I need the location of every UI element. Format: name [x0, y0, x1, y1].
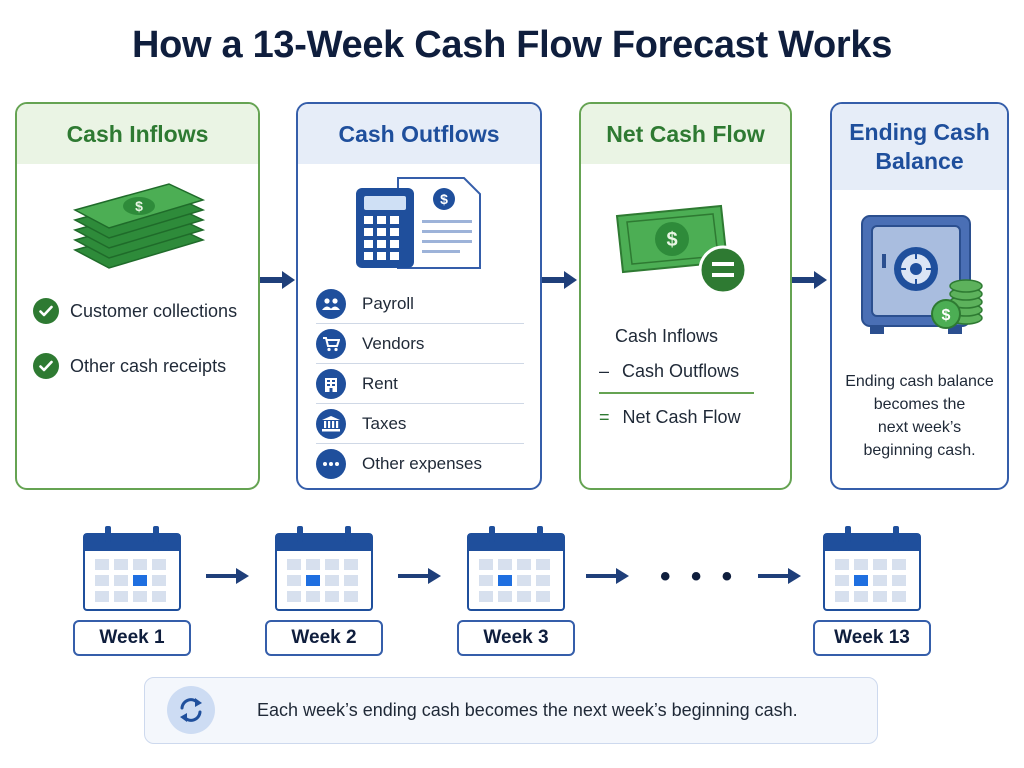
cart-icon — [316, 328, 346, 359]
outflow-item-label: Vendors — [362, 333, 425, 353]
calendar-icon — [83, 526, 181, 611]
equation-result: Net Cash Flow — [622, 407, 741, 427]
calendar-icon — [823, 526, 921, 611]
refresh-cycle-icon — [167, 686, 215, 734]
arrow-right-icon — [260, 271, 295, 289]
arrow-right-icon — [792, 271, 827, 289]
arrow-right-icon — [398, 568, 441, 584]
footer-note: Each week’s ending cash becomes the next… — [144, 677, 878, 744]
money-stack-icon: $ — [72, 183, 206, 269]
inflow-item-label: Other cash receipts — [70, 355, 227, 376]
cash-inflows-title: Cash Inflows — [17, 104, 258, 164]
footer-text: Each week’s ending cash becomes the next… — [257, 700, 798, 720]
week-label: Week 1 — [73, 620, 191, 656]
note-line: becomes the — [873, 396, 966, 413]
note-line: next week’s — [877, 419, 962, 436]
bill-equals-icon: $ — [615, 204, 748, 294]
safe-coins-icon: $ — [861, 215, 983, 334]
ellipsis-dots: • • • — [660, 560, 739, 593]
calendar-icon — [275, 526, 373, 611]
arrow-right-icon — [206, 568, 249, 584]
svg-text:$: $ — [440, 191, 448, 207]
calculator-invoice-icon: $ — [356, 177, 481, 269]
week-label: Week 13 — [813, 620, 931, 656]
calendar-icon — [467, 526, 565, 611]
week-label: Week 2 — [265, 620, 383, 656]
check-circle-icon — [33, 298, 59, 324]
outflow-item-label: Other expenses — [362, 454, 483, 473]
page-title: How a 13-Week Cash Flow Forecast Works — [131, 24, 893, 66]
ending-cash-title-line: Ending Cash — [849, 119, 990, 145]
equation-divider — [599, 392, 754, 394]
outflow-item: Payroll — [316, 284, 524, 324]
ending-cash-note: Ending cash balance becomes the next wee… — [832, 370, 1007, 462]
equation-line-1: Cash Inflows — [615, 326, 719, 346]
outflow-item-label: Rent — [362, 373, 398, 393]
outflow-item: Vendors — [316, 324, 524, 364]
building-icon — [316, 368, 346, 399]
arrow-right-icon — [586, 568, 629, 584]
outflow-item-label: Payroll — [362, 293, 414, 313]
net-cash-flow-card: Net Cash Flow $ Cash Inflows – Cash Outf… — [579, 102, 792, 490]
ending-cash-balance-card: Ending Cash Balance $ Ending cash balanc… — [830, 102, 1009, 490]
ending-cash-title-line: Balance — [875, 148, 964, 174]
outflow-item-label: Taxes — [362, 413, 407, 433]
outflow-item: Rent — [316, 364, 524, 404]
inflow-item: Other cash receipts — [33, 353, 226, 379]
note-line: beginning cash. — [863, 442, 976, 459]
net-cash-flow-title: Net Cash Flow — [581, 104, 790, 164]
outflow-list: Payroll Vendors Rent Taxes Other expense… — [316, 284, 524, 484]
svg-text:$: $ — [666, 229, 677, 251]
equation-line-3: = Net Cash Flow — [599, 407, 741, 428]
cash-inflows-card: Cash Inflows $ Customer collections Othe… — [15, 102, 260, 490]
ellipsis-icon — [316, 449, 346, 479]
equation-line-2: – Cash Outflows — [599, 361, 739, 382]
inflow-item-label: Customer collections — [70, 300, 238, 321]
svg-text:$: $ — [942, 307, 951, 324]
equals-sign: = — [599, 407, 610, 427]
cash-outflows-title: Cash Outflows — [298, 104, 540, 164]
week-label: Week 3 — [457, 620, 575, 656]
minus-sign: – — [599, 361, 610, 381]
cash-outflows-card: Cash Outflows $ Payroll Vendors — [296, 102, 542, 490]
outflow-item: Other expenses — [316, 444, 524, 484]
bank-icon — [316, 408, 346, 439]
ending-cash-title: Ending Cash Balance — [832, 104, 1007, 190]
outflow-item: Taxes — [316, 404, 524, 444]
svg-text:$: $ — [135, 198, 143, 214]
note-line: Ending cash balance — [845, 373, 994, 390]
inflow-item: Customer collections — [33, 298, 237, 324]
people-icon — [316, 288, 346, 319]
check-circle-icon — [33, 353, 59, 379]
arrow-right-icon — [542, 271, 577, 289]
arrow-right-icon — [758, 568, 801, 584]
equation-term: Cash Outflows — [622, 361, 740, 381]
